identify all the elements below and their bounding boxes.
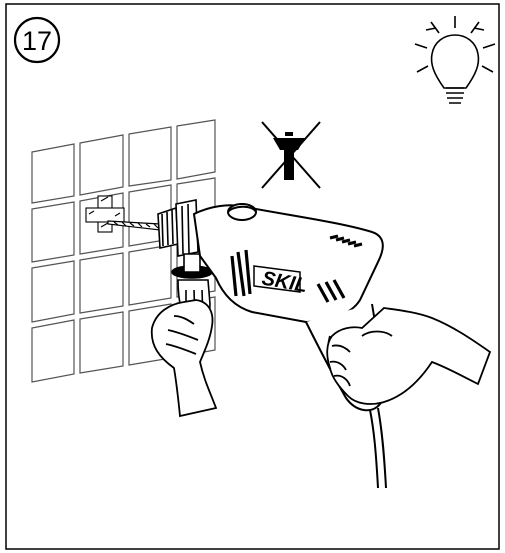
step-number: 17 xyxy=(22,26,52,56)
